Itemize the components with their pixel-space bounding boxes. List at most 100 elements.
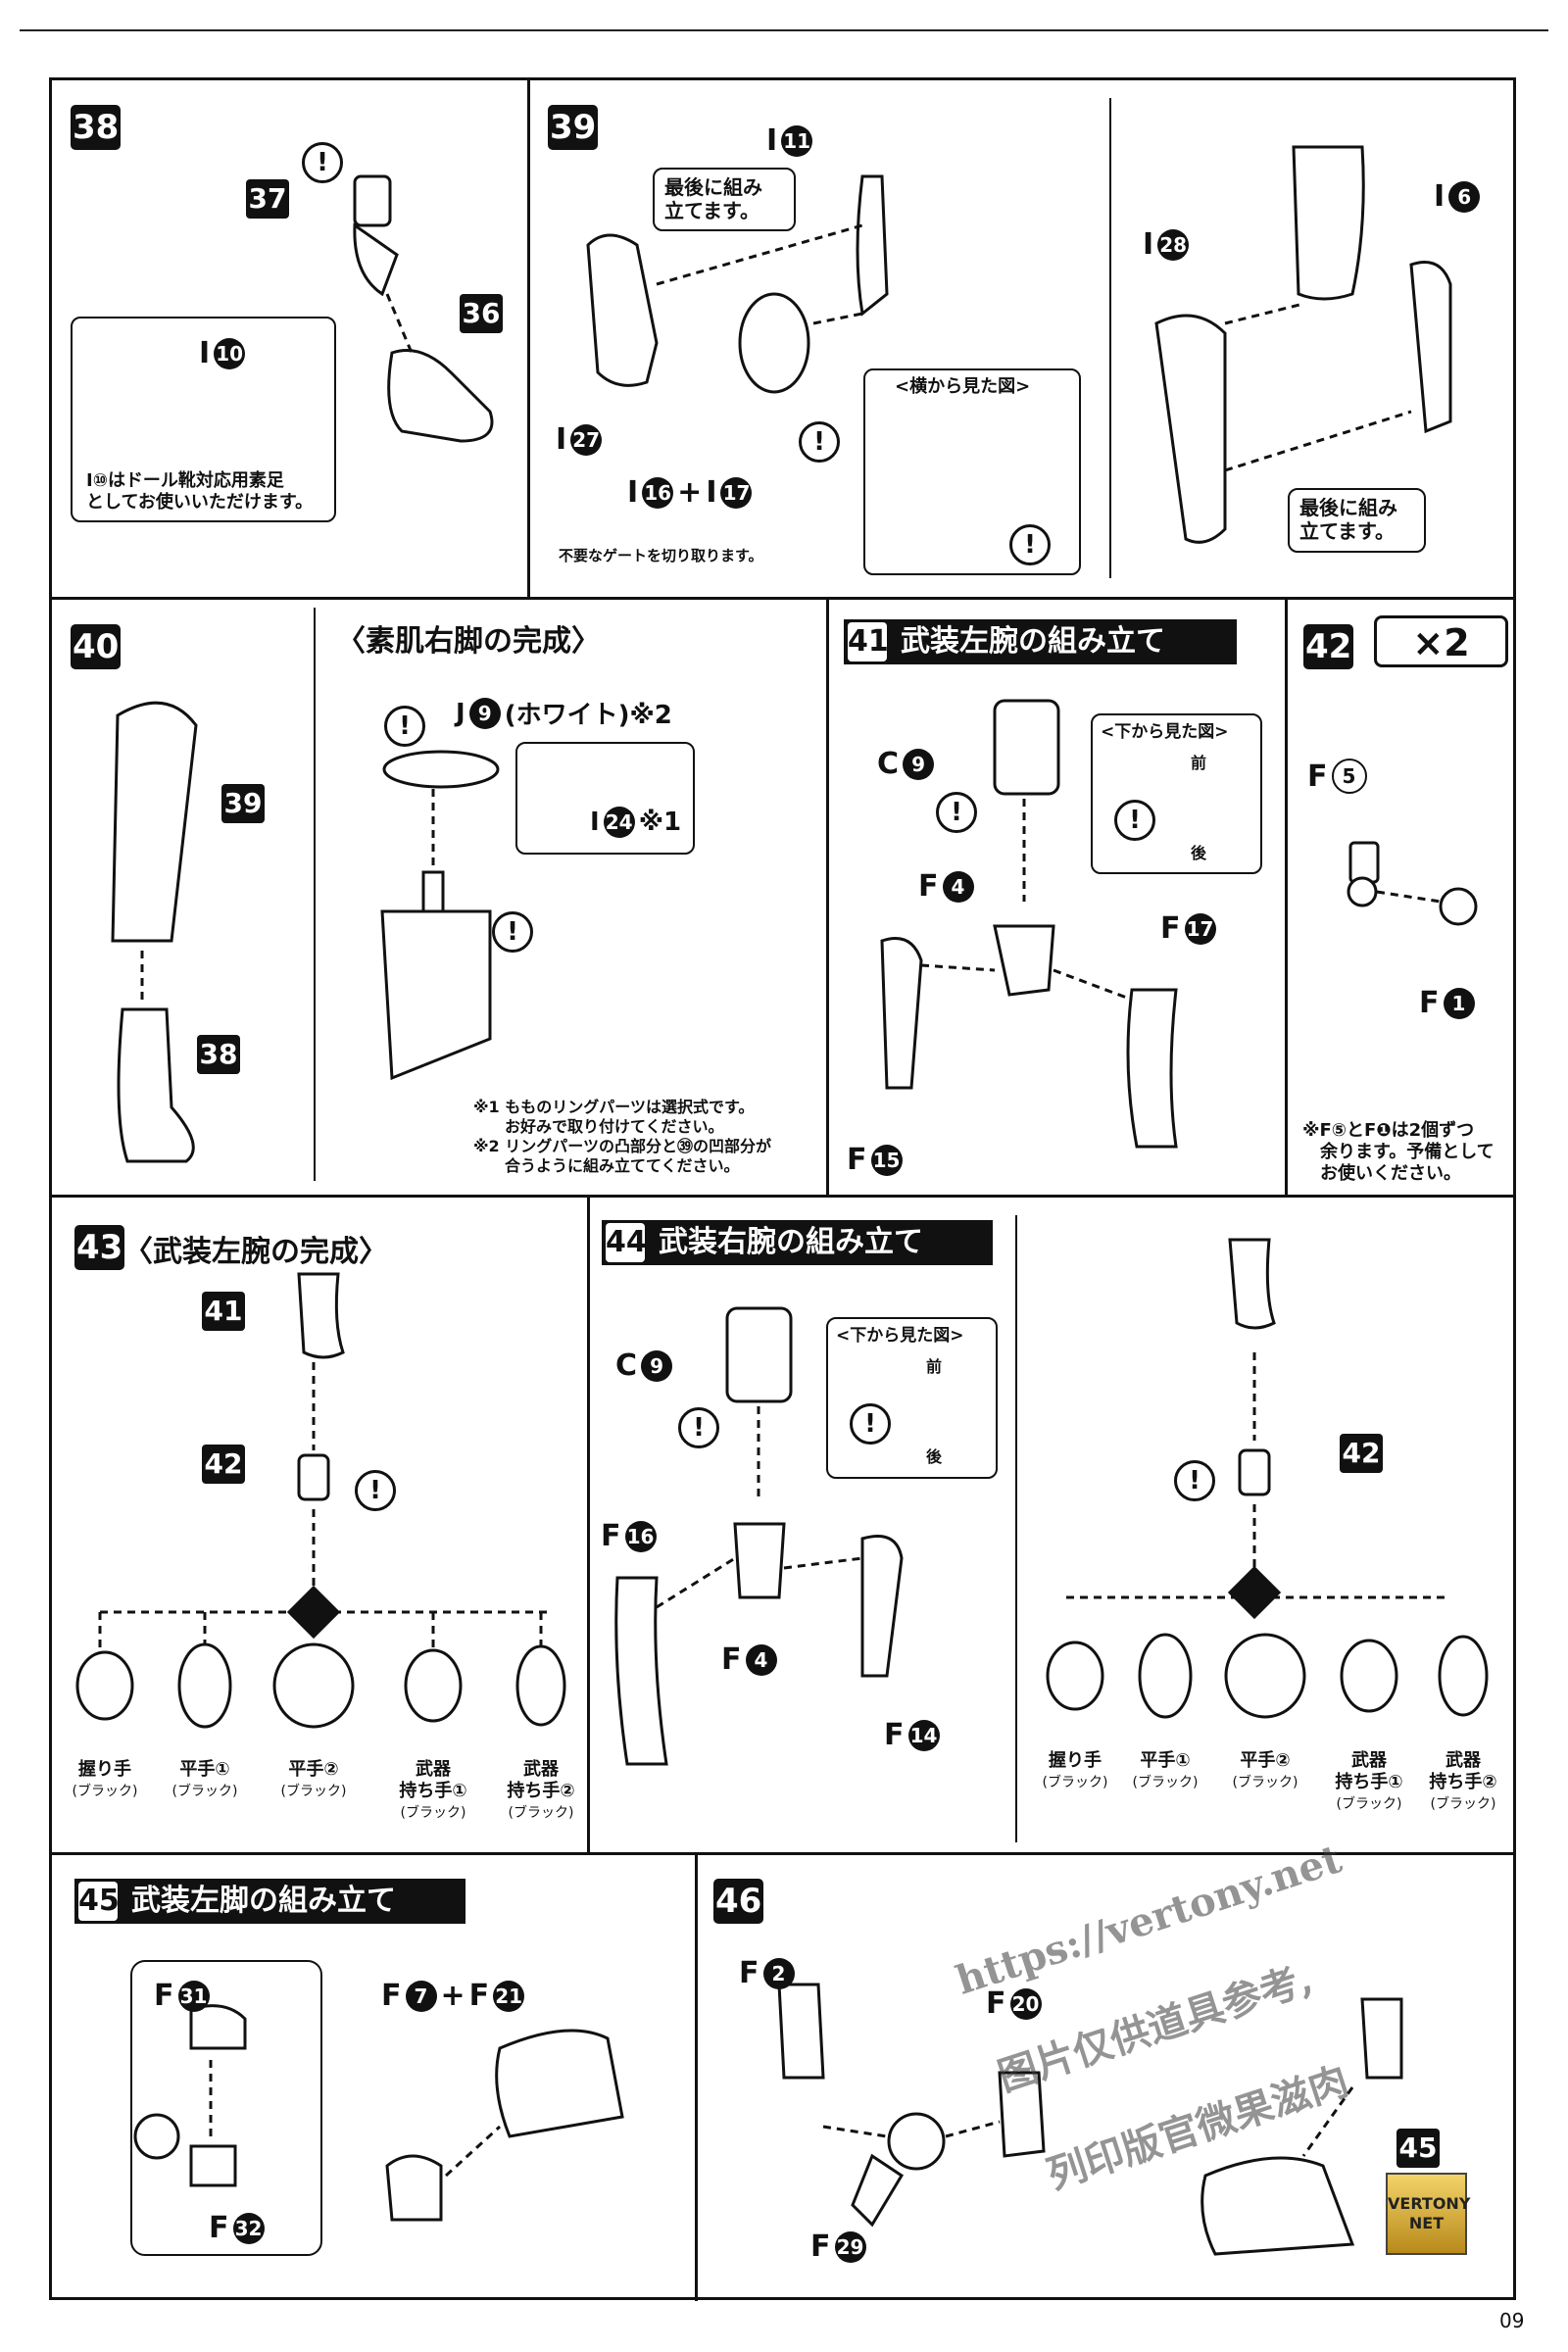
part-letter: F (986, 1986, 1006, 2021)
part-number: 24 (603, 807, 635, 838)
part-letter: F (1307, 759, 1328, 794)
callout-42: 42 (202, 1445, 245, 1484)
right-arm-drawing (614, 1238, 1489, 1766)
callout-39: 39 (221, 784, 265, 823)
part-number: 29 (834, 2230, 866, 2263)
step-44-title: 武装右腕の組み立て (659, 1225, 923, 1259)
quantity-multiplier: ×2 (1374, 615, 1508, 667)
vertony-logo: VERTONY NET (1386, 2173, 1470, 2255)
hand-name: 平手② (288, 1759, 339, 1780)
part-letter: F (847, 1143, 867, 1177)
step-42-badge: 42 (1303, 624, 1354, 669)
warning-icon: ! (1174, 1460, 1215, 1501)
arm-part-drawing (880, 699, 1217, 1149)
hand-name: 武器 持ち手① (1335, 1750, 1403, 1792)
hand-option-flat-1: 平手①(ブラック) (1116, 1750, 1214, 1793)
callout-45: 45 (1396, 2129, 1440, 2168)
step-44-header: 44 武装右腕の組み立て (602, 1220, 993, 1265)
part-number: 28 (1157, 228, 1190, 261)
hand-option-flat-2: 平手②(ブラック) (1216, 1750, 1314, 1793)
back-label: 後 (926, 1447, 943, 1466)
part-letter: F (721, 1642, 742, 1677)
col-divider (527, 77, 530, 598)
part-letter: J (456, 698, 466, 728)
col-divider (587, 1195, 590, 1853)
hand-option-grip: 握り手(ブラック) (56, 1759, 154, 1802)
step-40-title: 〈素肌右脚の完成〉 (336, 624, 601, 659)
inner-divider (1109, 98, 1111, 578)
warning-icon: ! (850, 1403, 891, 1445)
hand-color: (ブラック) (280, 1784, 347, 1799)
part-letter: F (209, 2211, 229, 2245)
part-number: 20 (1009, 1987, 1042, 2020)
assemble-last-note-2: 最後に組み 立てます。 (1288, 488, 1426, 553)
col-divider (695, 1852, 698, 2301)
part-number: 17 (720, 476, 753, 509)
foot-note: I⑩はドール靴対応用素足 としてお使いいただけます。 (86, 470, 314, 513)
part-letter: F (810, 2230, 831, 2264)
part-letter: I (590, 808, 600, 837)
col-divider (1285, 597, 1288, 1196)
part-letter: F (154, 1979, 174, 2013)
step-41-title: 武装左腕の組み立て (901, 624, 1165, 659)
part-letter: F (884, 1718, 905, 1752)
callout-38: 38 (197, 1035, 240, 1074)
part-letter: F (918, 869, 939, 904)
part-letter: I (766, 123, 778, 158)
part-number: 10 (214, 337, 246, 369)
hand-option-flat-1: 平手①(ブラック) (156, 1759, 254, 1802)
part-number: 15 (870, 1144, 903, 1176)
hand-color: (ブラック) (1232, 1775, 1298, 1790)
top-rule (20, 29, 1548, 31)
warning-icon: ! (384, 706, 425, 747)
part-letter: F (1419, 986, 1440, 1020)
part-number: 17 (1184, 912, 1216, 945)
part-letter: C (615, 1348, 638, 1383)
leg-assembly-drawing (777, 1983, 1403, 2256)
part-number: 27 (570, 423, 603, 456)
back-label: 後 (1191, 844, 1207, 862)
step-44-badge: 44 (606, 1223, 647, 1262)
side-view-box: <横から見た図> (863, 368, 1081, 575)
joint-part-drawing (1347, 841, 1478, 926)
part-letter: I (706, 475, 717, 510)
part-letter: F (1160, 911, 1181, 946)
part-number: 1 (1443, 987, 1475, 1019)
foot-info-box (71, 317, 336, 522)
hand-option-weapon-2: 武器 持ち手②(ブラック) (492, 1759, 590, 1824)
front-label: 前 (926, 1357, 943, 1376)
step-39-badge: 39 (548, 105, 599, 150)
bottom-view-label: <下から見た図> (836, 1326, 964, 1346)
hand-name: 武器 持ち手② (1429, 1750, 1497, 1792)
hand-color: (ブラック) (400, 1805, 466, 1821)
arm-hand-drawing (75, 1272, 566, 1729)
plus-sign: + (440, 1979, 466, 2013)
step-40-badge: 40 (71, 624, 122, 669)
part-letter: F (381, 1979, 402, 2013)
assemble-last-note: 最後に組み 立てます。 (653, 168, 796, 231)
col-divider (826, 597, 829, 1196)
hand-color: (ブラック) (72, 1784, 138, 1799)
step-43-badge: 43 (74, 1225, 125, 1270)
callout-37: 37 (246, 179, 289, 219)
part-suffix: (ホワイト)※2 (504, 701, 672, 730)
part-letter: I (1143, 227, 1154, 262)
part-number: 5 (1331, 759, 1367, 794)
part-number: 6 (1448, 180, 1481, 213)
part-suffix: ※1 (638, 808, 682, 837)
row-divider (49, 597, 1516, 600)
